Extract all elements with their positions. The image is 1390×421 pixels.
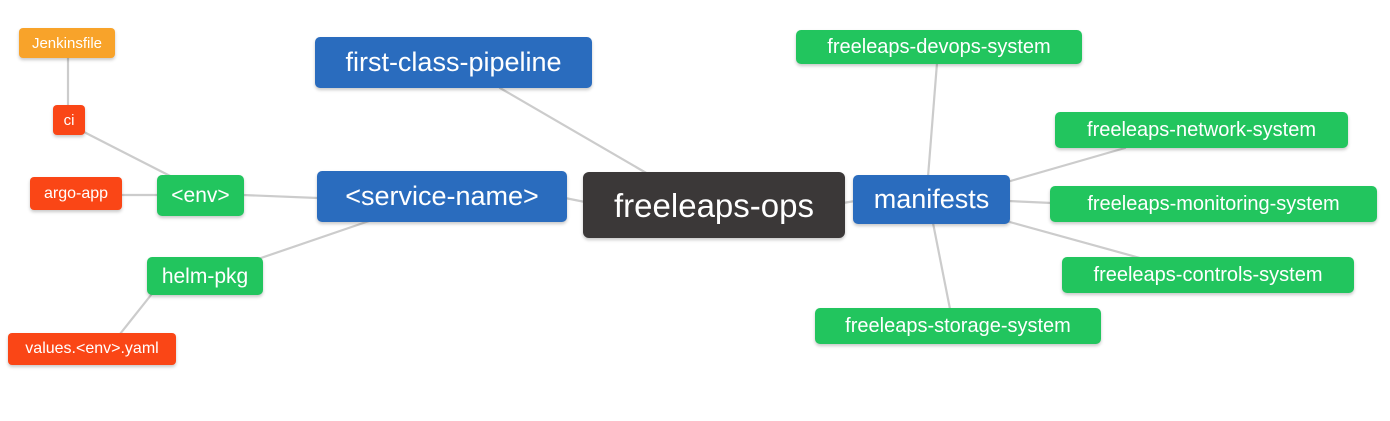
edge-manifests-network-system bbox=[1005, 146, 1127, 184]
node-freeleaps-monitoring-system: freeleaps-monitoring-system bbox=[1050, 186, 1377, 222]
edge-first-class-pipeline-ops bbox=[498, 86, 650, 176]
node-freeleaps-network-system: freeleaps-network-system bbox=[1055, 112, 1348, 148]
edge-manifests-devops-system bbox=[926, 61, 939, 179]
node-service-name: <service-name> bbox=[317, 171, 567, 222]
edge-manifests-controls-system bbox=[1004, 219, 1142, 260]
node-freeleaps-controls-system: freeleaps-controls-system bbox=[1062, 257, 1354, 293]
edge-helm-pkg-service-name bbox=[256, 218, 374, 261]
edge-ci-env bbox=[80, 129, 180, 182]
node-freeleaps-ops: freeleaps-ops bbox=[583, 172, 845, 238]
node-ci: ci bbox=[53, 105, 85, 135]
edge-values-helm-pkg bbox=[118, 293, 153, 336]
node-env: <env> bbox=[157, 175, 244, 216]
node-values-env-yaml: values.<env>.yaml bbox=[8, 333, 176, 365]
node-manifests: manifests bbox=[853, 175, 1010, 224]
node-first-class-pipeline: first-class-pipeline bbox=[315, 37, 592, 88]
edge-manifests-storage-system bbox=[931, 221, 952, 311]
node-freeleaps-devops-system: freeleaps-devops-system bbox=[796, 30, 1082, 64]
node-freeleaps-storage-system: freeleaps-storage-system bbox=[815, 308, 1101, 344]
node-helm-pkg: helm-pkg bbox=[147, 257, 263, 295]
edge-service-name-ops bbox=[563, 196, 587, 204]
node-jenkinsfile: Jenkinsfile bbox=[19, 28, 115, 58]
node-argo-app: argo-app bbox=[30, 177, 122, 210]
edge-env-service-name bbox=[241, 193, 320, 200]
edge-manifests-monitoring-system bbox=[1006, 199, 1054, 205]
